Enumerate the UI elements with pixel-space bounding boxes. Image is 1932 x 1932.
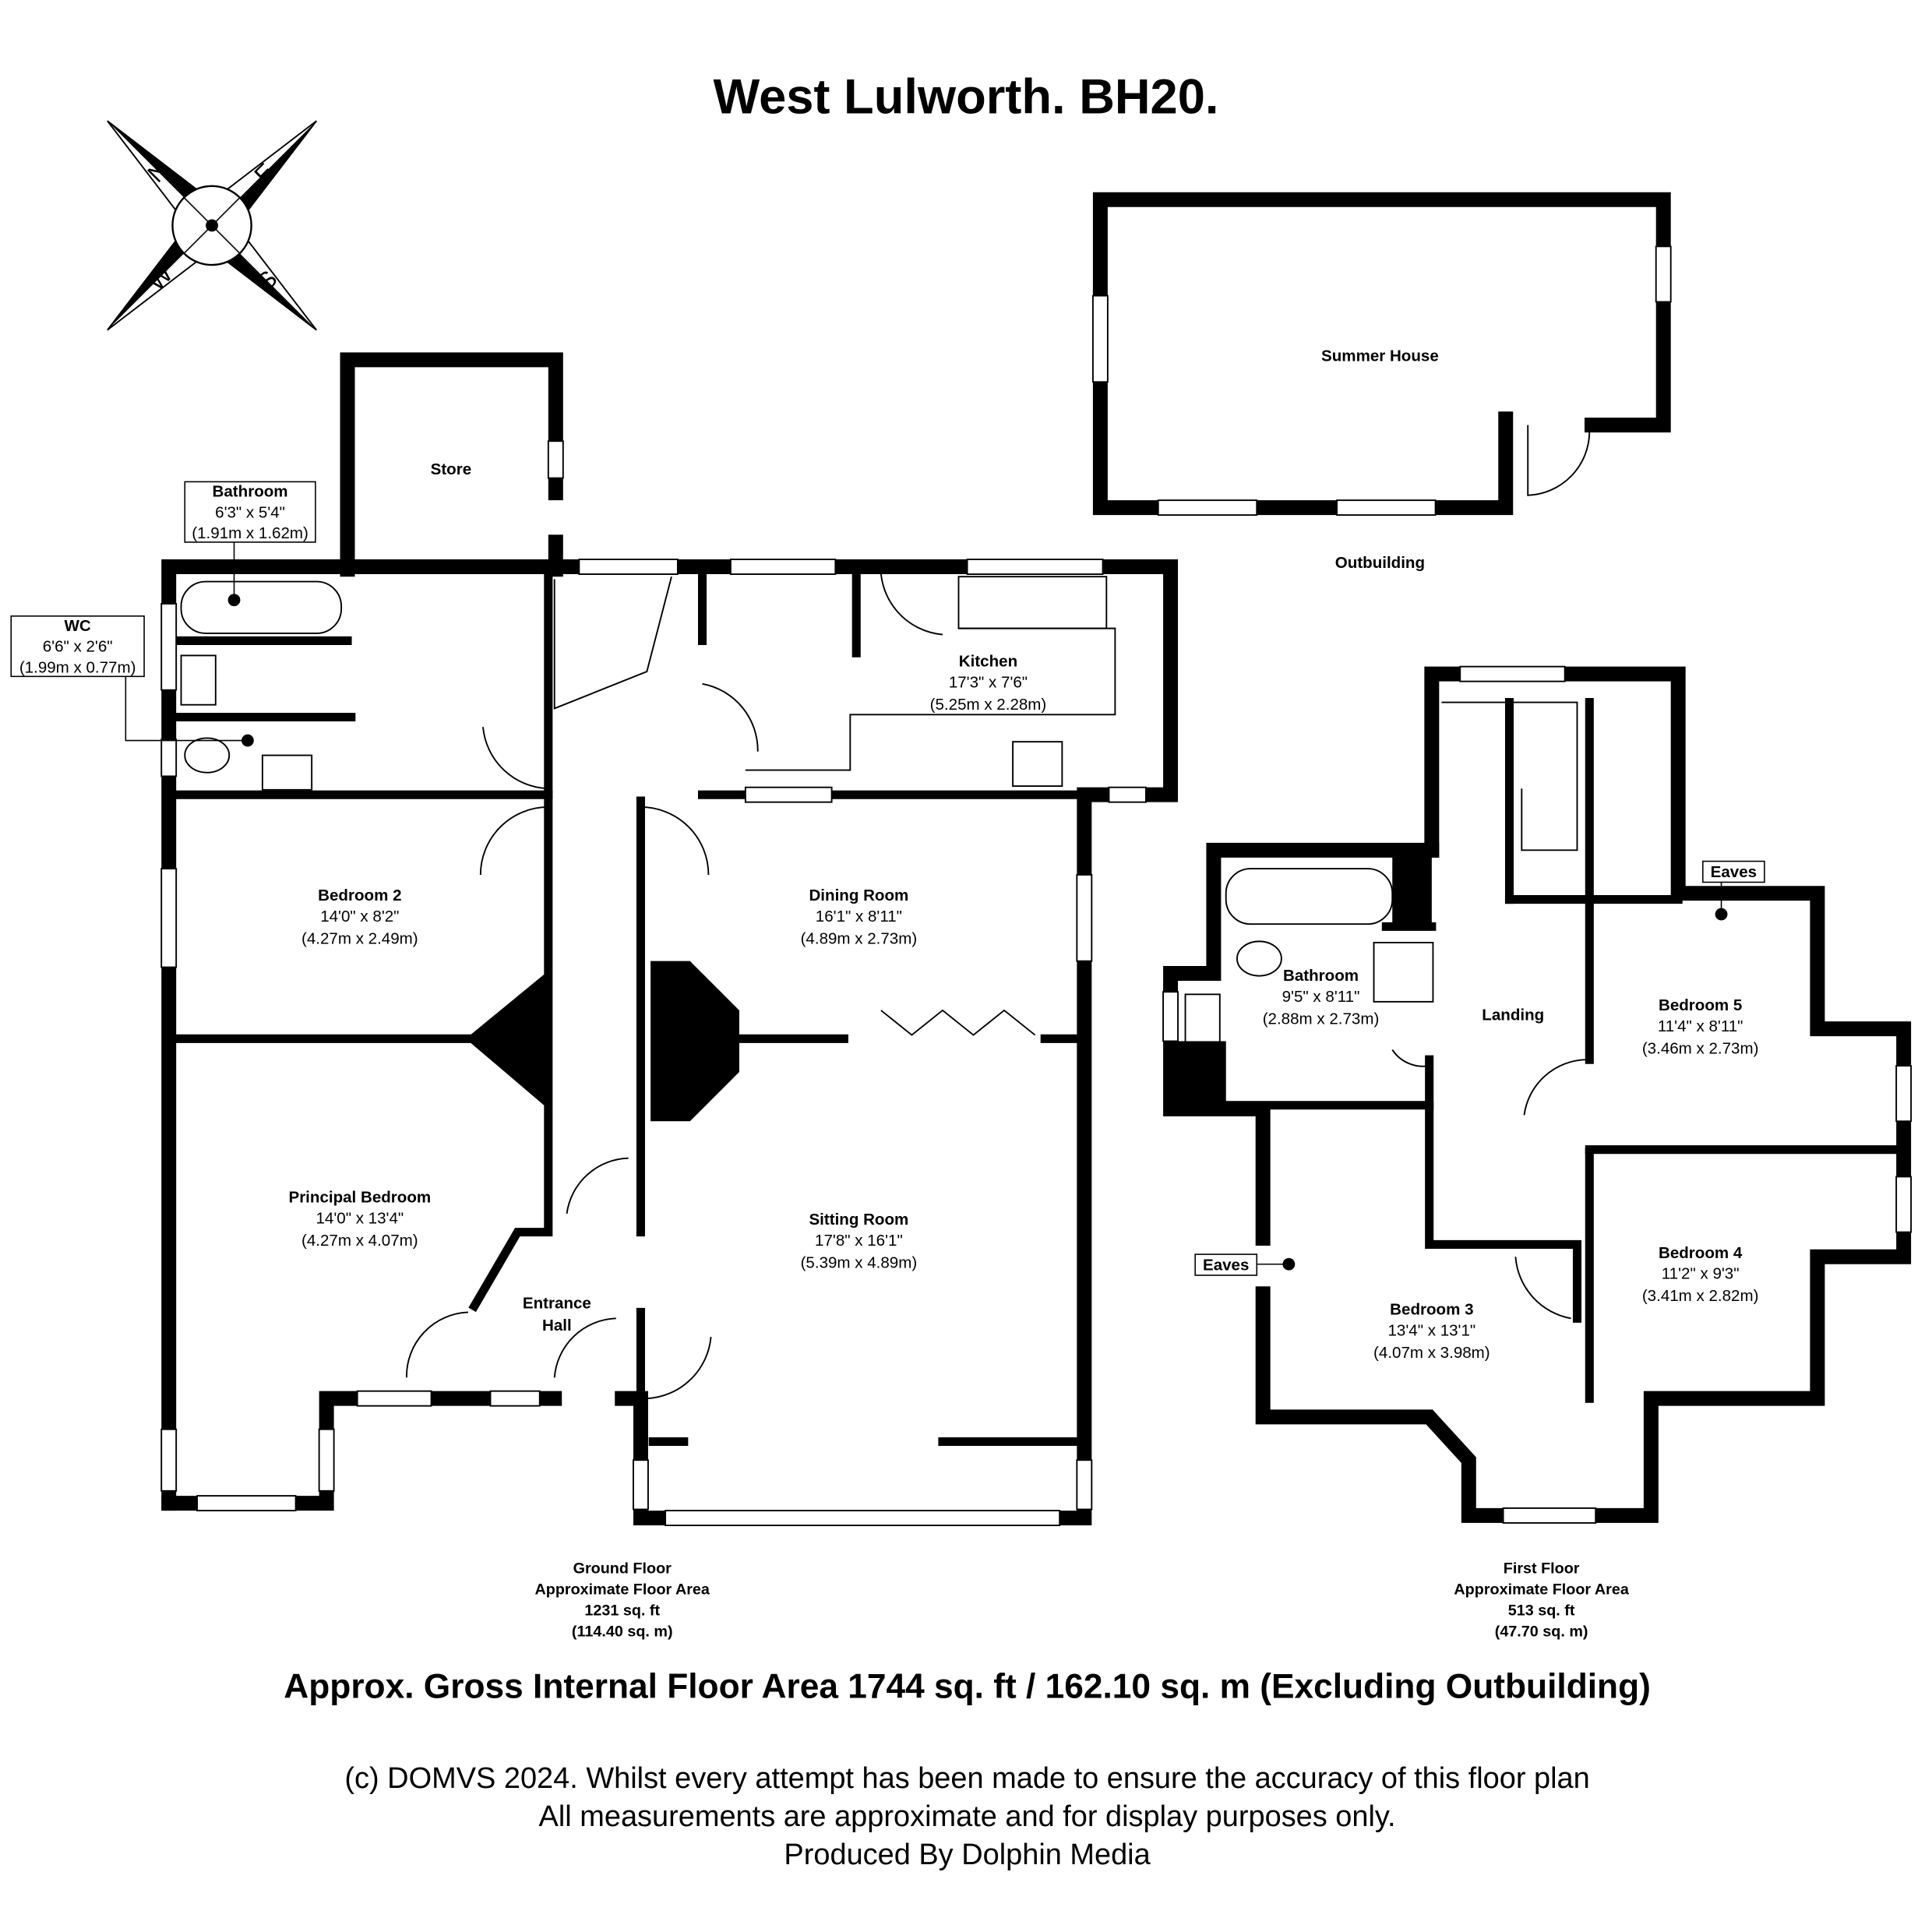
ground-floor-area: Ground Floor Approximate Floor Area 1231…	[535, 1560, 710, 1641]
room-size-imperial: 13'4" x 13'1"	[1388, 1321, 1476, 1339]
page-title: West Lulworth. BH20.	[714, 70, 1219, 125]
room-size-metric: (2.88m x 2.73m)	[1263, 1010, 1380, 1028]
room-bedroom-5-label: Bedroom 5 11'4" x 8'11" (3.46m x 2.73m)	[1642, 996, 1759, 1057]
room-size-metric: (3.41m x 2.82m)	[1642, 1287, 1759, 1305]
footer-disclaimer: (c) DOMVS 2024. Whilst every attempt has…	[344, 1762, 1589, 1795]
room-name: Bathroom	[1283, 967, 1359, 985]
first-floor-area: First Floor Approximate Floor Area 513 s…	[1454, 1560, 1629, 1641]
room-entrance-hall-label: Entrance Hall	[523, 1295, 591, 1334]
room-size-imperial: 6'3" x 5'4"	[215, 503, 285, 521]
room-size-imperial: 14'0" x 8'2"	[320, 908, 399, 925]
room-name: Bedroom 3	[1390, 1301, 1473, 1319]
room-sitting-room-label: Sitting Room 17'8" x 16'1" (5.39m x 4.89…	[801, 1211, 918, 1271]
room-size-imperial: 11'2" x 9'3"	[1662, 1265, 1740, 1283]
area-sqft: 1231 sq. ft	[584, 1602, 660, 1620]
room-size-metric: (5.39m x 4.89m)	[801, 1254, 918, 1272]
room-size-metric: (4.27m x 2.49m)	[301, 930, 418, 948]
compass-rose-icon: N E S W	[107, 120, 317, 331]
area-label: Approximate Floor Area	[535, 1581, 710, 1599]
eaves-label: Eaves	[1711, 863, 1757, 881]
room-name: Principal Bedroom	[288, 1189, 431, 1207]
room-name: WC	[65, 617, 91, 635]
room-size-imperial: 17'3" x 7'6"	[949, 674, 1028, 692]
eaves-callout-bedroom-3: Eaves	[1194, 1253, 1296, 1276]
room-size-metric: (1.99m x 0.77m)	[19, 659, 136, 677]
room-landing-name: Landing	[1482, 1007, 1544, 1024]
area-label: First Floor	[1504, 1560, 1580, 1578]
room-size-imperial: 14'0" x 13'4"	[316, 1210, 404, 1228]
room-size-metric: (4.89m x 2.73m)	[801, 930, 918, 948]
room-name: Bedroom 2	[318, 887, 401, 904]
bathroom-callout: Bathroom 6'3" x 5'4" (1.91m x 1.62m)	[184, 481, 316, 607]
summer-house-walls	[1091, 192, 1672, 516]
room-size-metric: (4.27m x 4.07m)	[301, 1232, 418, 1250]
room-size-metric: (3.46m x 2.73m)	[1642, 1039, 1759, 1057]
room-name: Entrance	[523, 1295, 591, 1313]
room-name: Hall	[542, 1317, 572, 1334]
room-name: Kitchen	[959, 653, 1017, 671]
wc-callout: WC 6'6" x 2'6" (1.99m x 0.77m)	[10, 615, 254, 747]
room-size-imperial: 11'4" x 8'11"	[1658, 1017, 1743, 1035]
room-name: Sitting Room	[809, 1211, 908, 1229]
room-store-name: Store	[431, 460, 472, 478]
first-floor-walls	[1162, 665, 1913, 1524]
footer-producer: Produced By Dolphin Media	[784, 1839, 1151, 1871]
room-name: Bedroom 4	[1659, 1244, 1743, 1262]
outbuilding-label: Outbuilding	[1335, 554, 1425, 572]
gross-area: Approx. Gross Internal Floor Area 1744 s…	[284, 1667, 1651, 1705]
room-size-metric: (1.91m x 1.62m)	[192, 524, 308, 542]
room-name: Bathroom	[213, 482, 288, 500]
eaves-label: Eaves	[1203, 1257, 1249, 1274]
room-size-imperial: 6'6" x 2'6"	[43, 638, 113, 656]
area-sqm: (114.40 sq. m)	[572, 1623, 673, 1640]
room-kitchen-label: Kitchen 17'3" x 7'6" (5.25m x 2.28m)	[930, 653, 1047, 714]
footer-measurements: All measurements are approximate and for…	[539, 1800, 1396, 1833]
room-bedroom-2-label: Bedroom 2 14'0" x 8'2" (4.27m x 2.49m)	[301, 887, 418, 947]
room-size-metric: (5.25m x 2.28m)	[930, 696, 1047, 714]
room-size-metric: (4.07m x 3.98m)	[1373, 1344, 1490, 1362]
room-summer-house-name: Summer House	[1321, 347, 1439, 365]
ground-floor-walls	[160, 352, 1179, 1527]
room-bedroom-3-label: Bedroom 3 13'4" x 13'1" (4.07m x 3.98m)	[1373, 1301, 1490, 1362]
area-label: Approximate Floor Area	[1454, 1581, 1629, 1599]
room-first-floor-bathroom-label: Bathroom 9'5" x 8'11" (2.88m x 2.73m)	[1263, 967, 1380, 1028]
room-size-imperial: 17'8" x 16'1"	[815, 1232, 903, 1250]
room-principal-bedroom-label: Principal Bedroom 14'0" x 13'4" (4.27m x…	[288, 1189, 431, 1250]
eaves-callout-bedroom-5: Eaves	[1702, 860, 1765, 921]
area-sqm: (47.70 sq. m)	[1495, 1623, 1588, 1640]
room-dining-room-label: Dining Room 16'1" x 8'11" (4.89m x 2.73m…	[801, 887, 918, 947]
room-name: Dining Room	[809, 887, 908, 904]
area-label: Ground Floor	[573, 1560, 672, 1578]
room-size-imperial: 9'5" x 8'11"	[1282, 988, 1360, 1006]
area-sqft: 513 sq. ft	[1508, 1602, 1575, 1620]
room-bedroom-4-label: Bedroom 4 11'2" x 9'3" (3.41m x 2.82m)	[1642, 1244, 1759, 1305]
room-name: Bedroom 5	[1659, 996, 1742, 1014]
room-size-imperial: 16'1" x 8'11"	[816, 908, 902, 925]
